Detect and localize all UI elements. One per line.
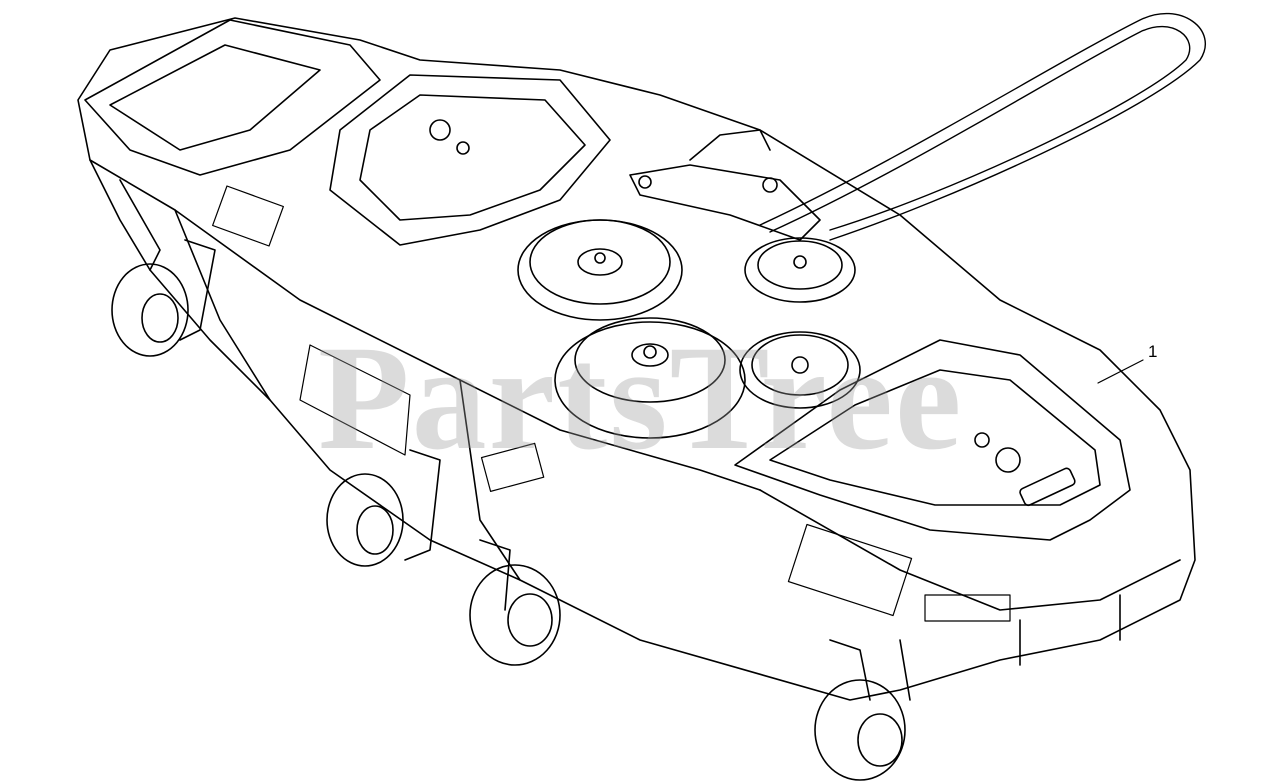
idler-arm-assembly xyxy=(629,129,821,241)
center-belt-cover xyxy=(329,74,611,246)
caster-wheel-rear-left xyxy=(111,263,189,357)
spindle-pulley-center xyxy=(554,317,746,439)
right-belt-cover xyxy=(734,339,1131,541)
spindle-pulley-right xyxy=(744,237,856,303)
caster-wheel-mid-left xyxy=(326,473,404,567)
spindle-pulley-left xyxy=(517,219,683,321)
part-callout-label: 1 xyxy=(1148,342,1158,361)
deck-belt xyxy=(759,12,1206,241)
caster-wheel-front-right xyxy=(814,679,906,781)
warning-decals xyxy=(212,185,1011,622)
model-plate xyxy=(299,344,411,456)
deck-shell xyxy=(77,17,1196,701)
wheel-brackets xyxy=(179,239,871,701)
idler-pulley xyxy=(739,331,861,409)
caster-wheel-front-left xyxy=(469,564,561,666)
left-deck-cover xyxy=(84,19,381,271)
callout-leader-line xyxy=(1097,359,1144,384)
